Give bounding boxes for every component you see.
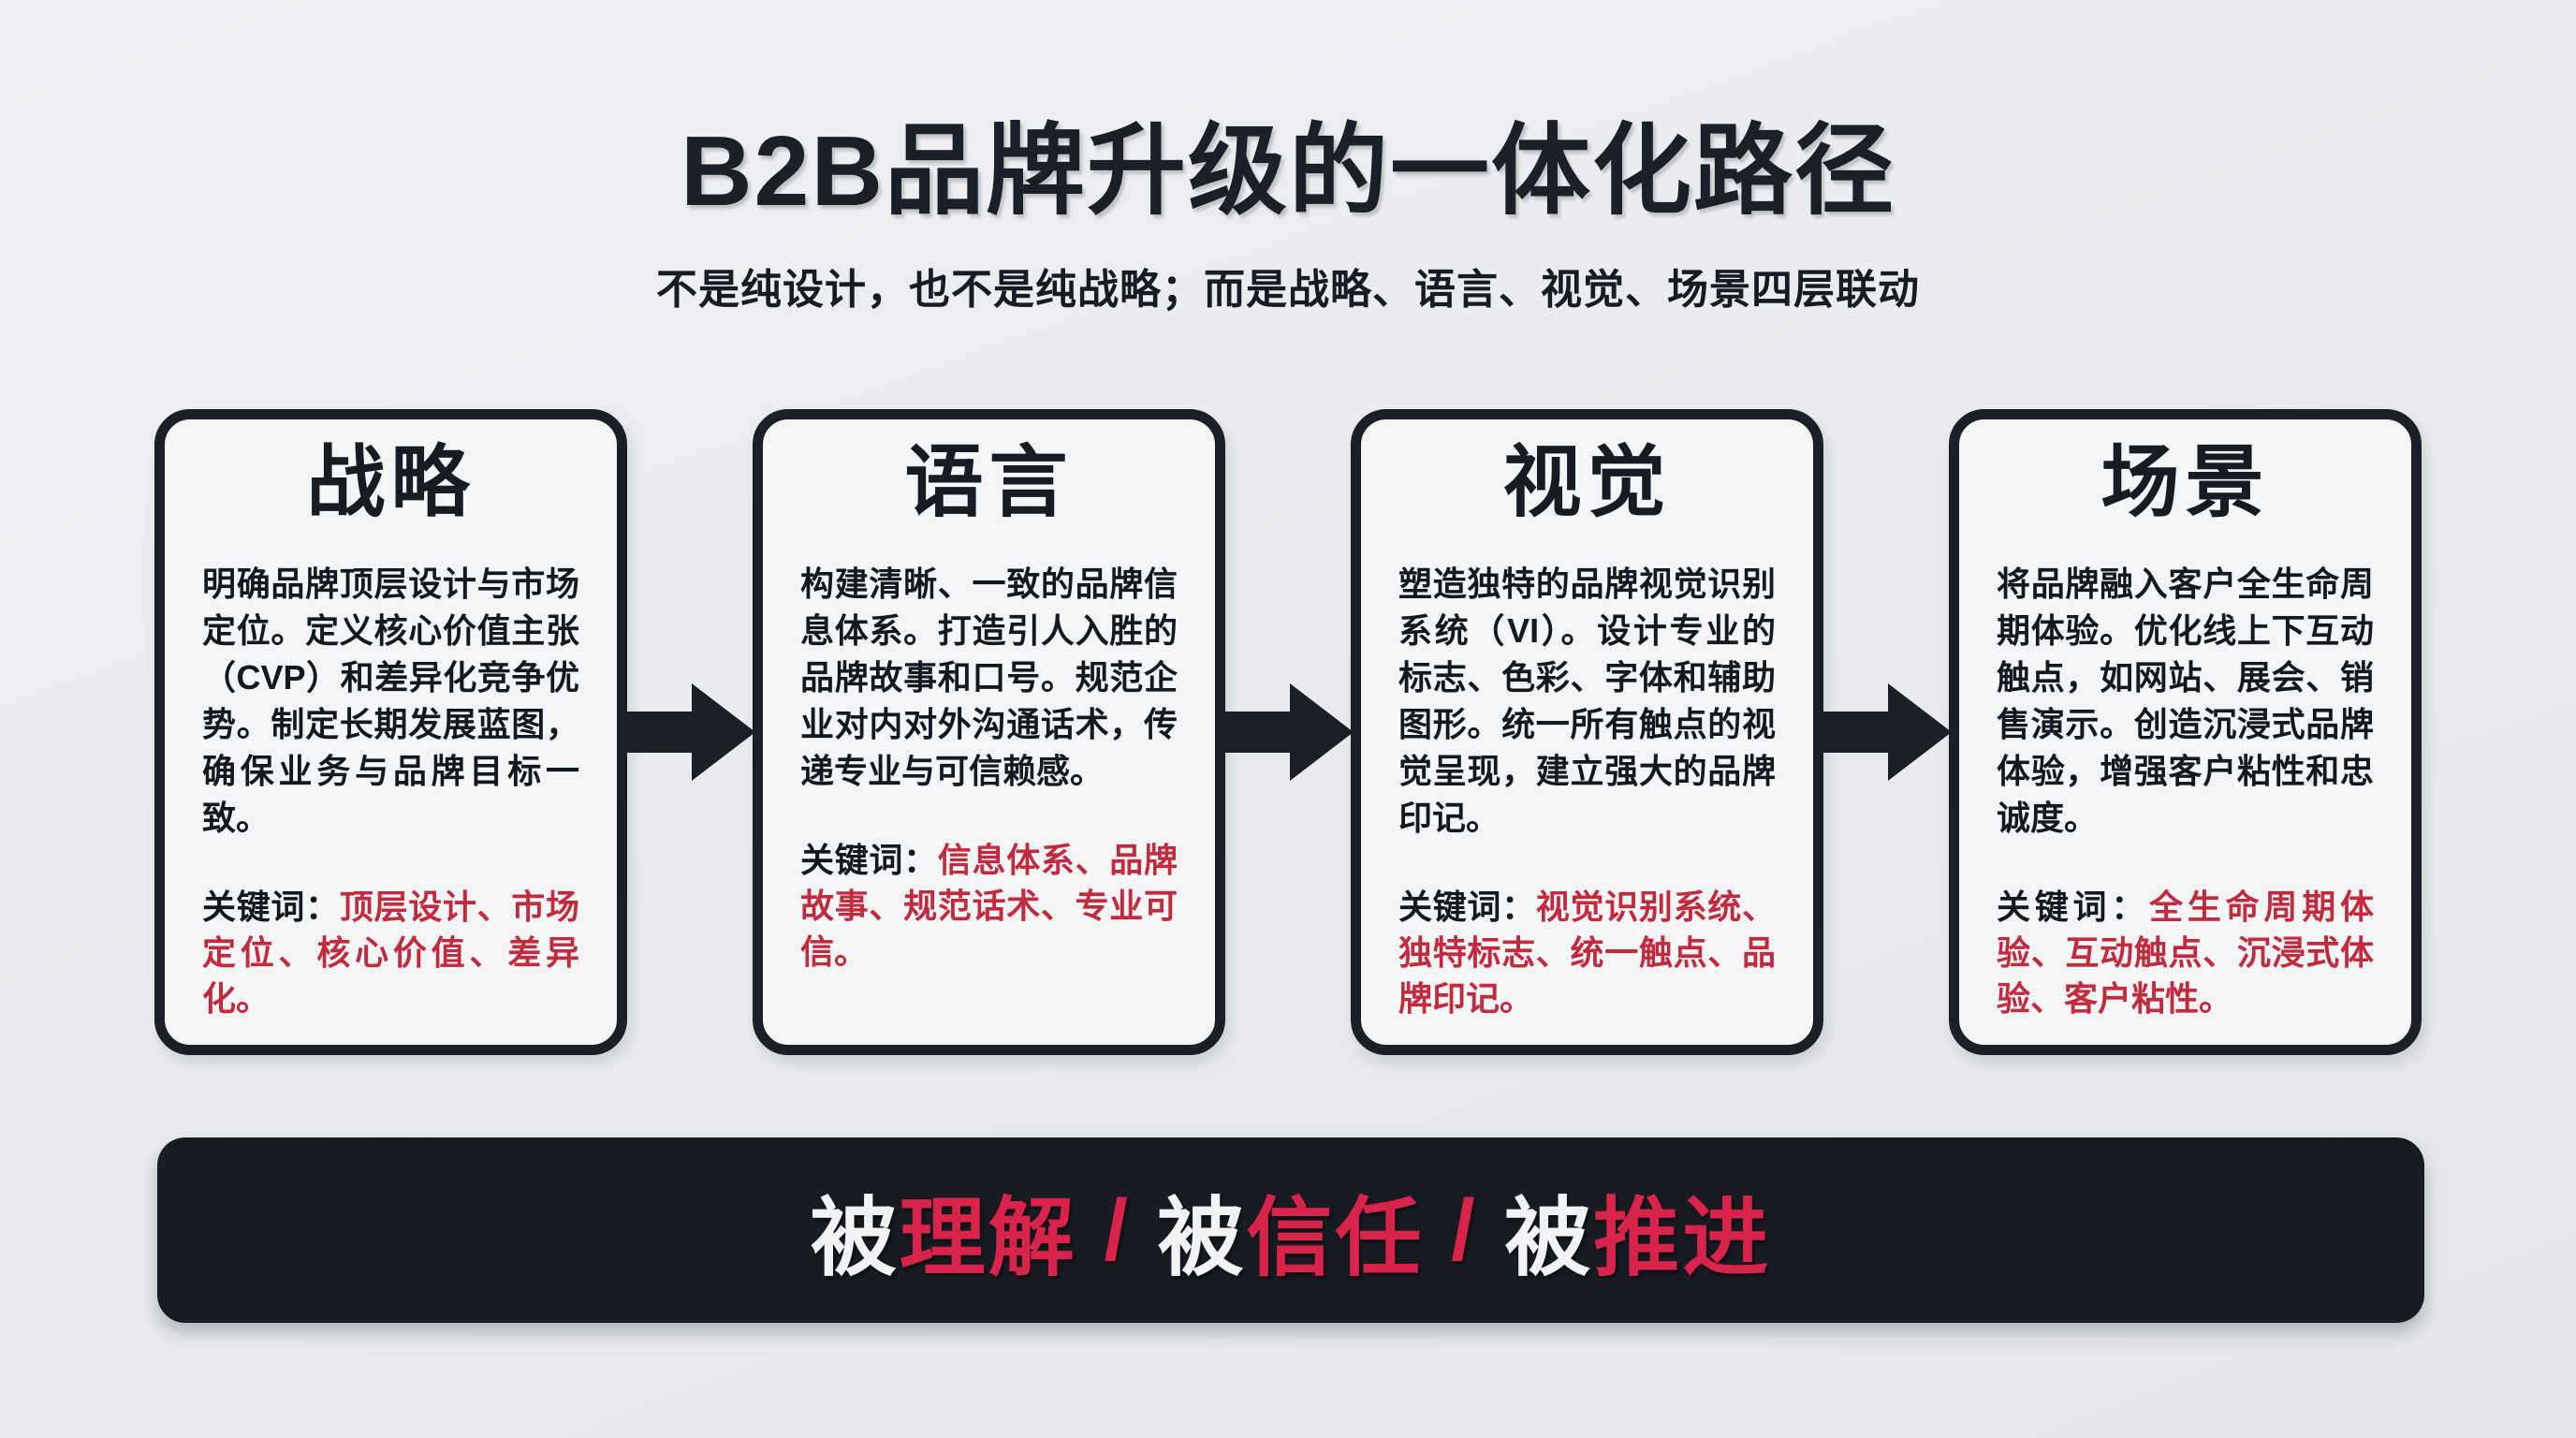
arrow-right-icon: [1222, 683, 1354, 782]
card-scene: 场景 将品牌融入客户全生命周期体验。优化线上下互动触点，如网站、展会、销售演示。…: [1949, 409, 2422, 1056]
keywords-text: 视觉识别系统、独特标志、统一触点、品牌印记。: [1398, 887, 1776, 1018]
keywords-label: 关键词：: [800, 840, 938, 879]
card-title: 语言: [904, 438, 1074, 527]
cards-row: 战略 明确品牌顶层设计与市场定位。定义核心价值主张（CVP）和差异化竞争优势。制…: [0, 409, 2576, 1056]
keywords-text: 信息体系、品牌故事、规范话术、专业可信。: [800, 840, 1178, 971]
card-body: 将品牌融入客户全生命周期体验。优化线上下互动触点，如网站、展会、销售演示。创造沉…: [1997, 564, 2374, 837]
banner-segment: 信任: [1246, 1190, 1425, 1286]
header: B2B品牌升级的一体化路径 不是纯设计，也不是纯战略；而是战略、语言、视觉、场景…: [0, 0, 2576, 315]
page-title: B2B品牌升级的一体化路径: [680, 116, 1896, 227]
keywords-label: 关键词：: [202, 887, 340, 926]
banner-segment: /: [1424, 1181, 1505, 1278]
card-strategy: 战略 明确品牌顶层设计与市场定位。定义核心价值主张（CVP）和差异化竞争优势。制…: [154, 409, 627, 1056]
arrow-shaft: [1821, 712, 1888, 754]
card-keywords: 关键词：顶层设计、市场定位、核心价值、差异化。: [202, 885, 579, 1022]
keywords-label: 关键词：: [1997, 887, 2150, 926]
keywords-text: 顶层设计、市场定位、核心价值、差异化。: [202, 887, 579, 1018]
arrow-right-icon: [1821, 683, 1952, 782]
card-keywords: 关键词：全生命周期体验、互动触点、沉浸式体验、客户粘性。: [1997, 885, 2374, 1022]
card-body: 明确品牌顶层设计与市场定位。定义核心价值主张（CVP）和差异化竞争优势。制定长期…: [202, 564, 579, 837]
card-keywords: 关键词：信息体系、品牌故事、规范话术、专业可信。: [800, 838, 1178, 976]
arrow-shaft: [1222, 712, 1290, 754]
banner-segment: 被: [1157, 1190, 1247, 1286]
banner-segment: /: [1076, 1181, 1158, 1278]
keywords-label: 关键词：: [1398, 887, 1536, 926]
card-language: 语言 构建清晰、一致的品牌信息体系。打造引人入胜的品牌故事和口号。规范企业对内对…: [753, 409, 1225, 1056]
card-body: 塑造独特的品牌视觉识别系统（VI）。设计专业的标志、色彩、字体和辅助图形。统一所…: [1398, 564, 1776, 837]
card-title: 战略: [306, 438, 476, 527]
card-title: 视觉: [1502, 438, 1672, 527]
arrow-head: [1888, 683, 1952, 782]
banner-segment: 推进: [1593, 1190, 1772, 1286]
arrow-head: [692, 683, 755, 782]
card-keywords: 关键词：视觉识别系统、独特标志、统一触点、品牌印记。: [1398, 885, 1776, 1022]
arrow-right-icon: [624, 683, 755, 782]
banner-segment: 被: [810, 1190, 900, 1286]
banner-segment: 理解: [899, 1190, 1077, 1286]
page-subtitle: 不是纯设计，也不是纯战略；而是战略、语言、视觉、场景四层联动: [656, 267, 1920, 314]
keywords-text: 全生命周期体验、互动触点、沉浸式体验、客户粘性。: [1997, 887, 2374, 1018]
card-visual: 视觉 塑造独特的品牌视觉识别系统（VI）。设计专业的标志、色彩、字体和辅助图形。…: [1351, 409, 1823, 1056]
card-title: 场景: [2100, 438, 2270, 527]
outcome-banner: 被理解 / 被信任 / 被推进: [157, 1137, 2424, 1324]
banner-segment: 被: [1504, 1190, 1594, 1286]
arrow-shaft: [624, 712, 692, 754]
card-body: 构建清晰、一致的品牌信息体系。打造引人入胜的品牌故事和口号。规范企业对内对外沟通…: [800, 564, 1178, 790]
arrow-head: [1290, 683, 1354, 782]
